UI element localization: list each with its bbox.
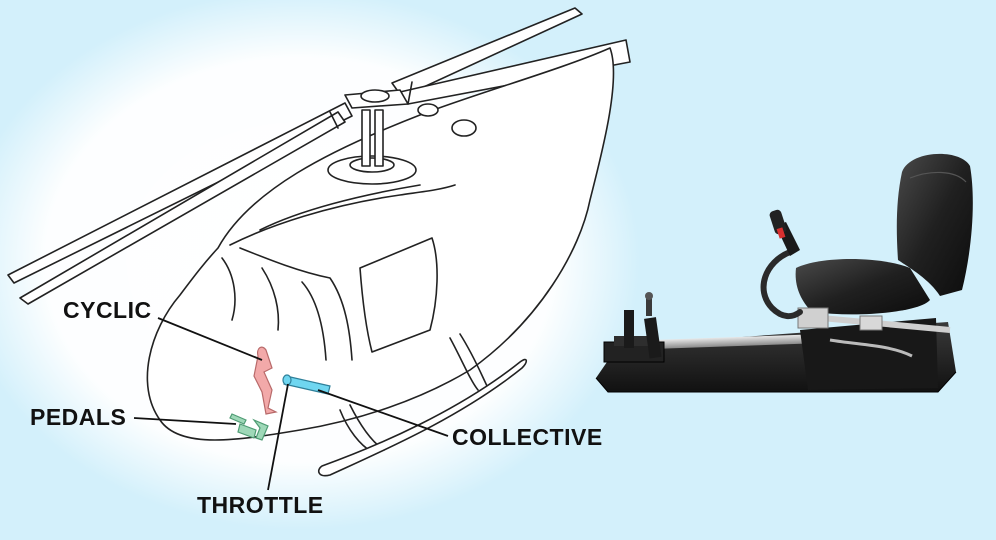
pedals-label: PEDALS <box>30 406 126 429</box>
simulator-rig <box>596 154 973 392</box>
cyclic-stick-photo <box>764 252 800 316</box>
throttle-label: THROTTLE <box>197 494 324 517</box>
collective-label: COLLECTIVE <box>452 426 603 449</box>
cyclic-label: CYCLIC <box>63 299 152 322</box>
rotor-mast <box>362 110 370 166</box>
